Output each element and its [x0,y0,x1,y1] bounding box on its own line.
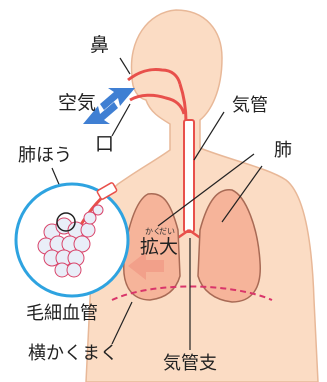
trachea-tube [184,120,194,232]
lung-label: 肺 [274,142,292,160]
bronchus-label: 気管支 [163,355,217,373]
expand-label: 拡大 [140,238,178,257]
alveolus-magnifier [16,182,128,296]
trachea-label: 気管 [232,97,268,115]
mouth-label: 口 [95,135,114,154]
air-label: 空気 [58,94,96,113]
diaphragm-label: 横かくまく [28,345,118,363]
expand-reading-2: だい [159,228,175,236]
leader-nose [120,58,130,74]
nose-label: 鼻 [90,36,109,55]
capillary-label: 毛細血管 [26,305,98,323]
alveolus-label: 肺ほう [18,147,72,165]
